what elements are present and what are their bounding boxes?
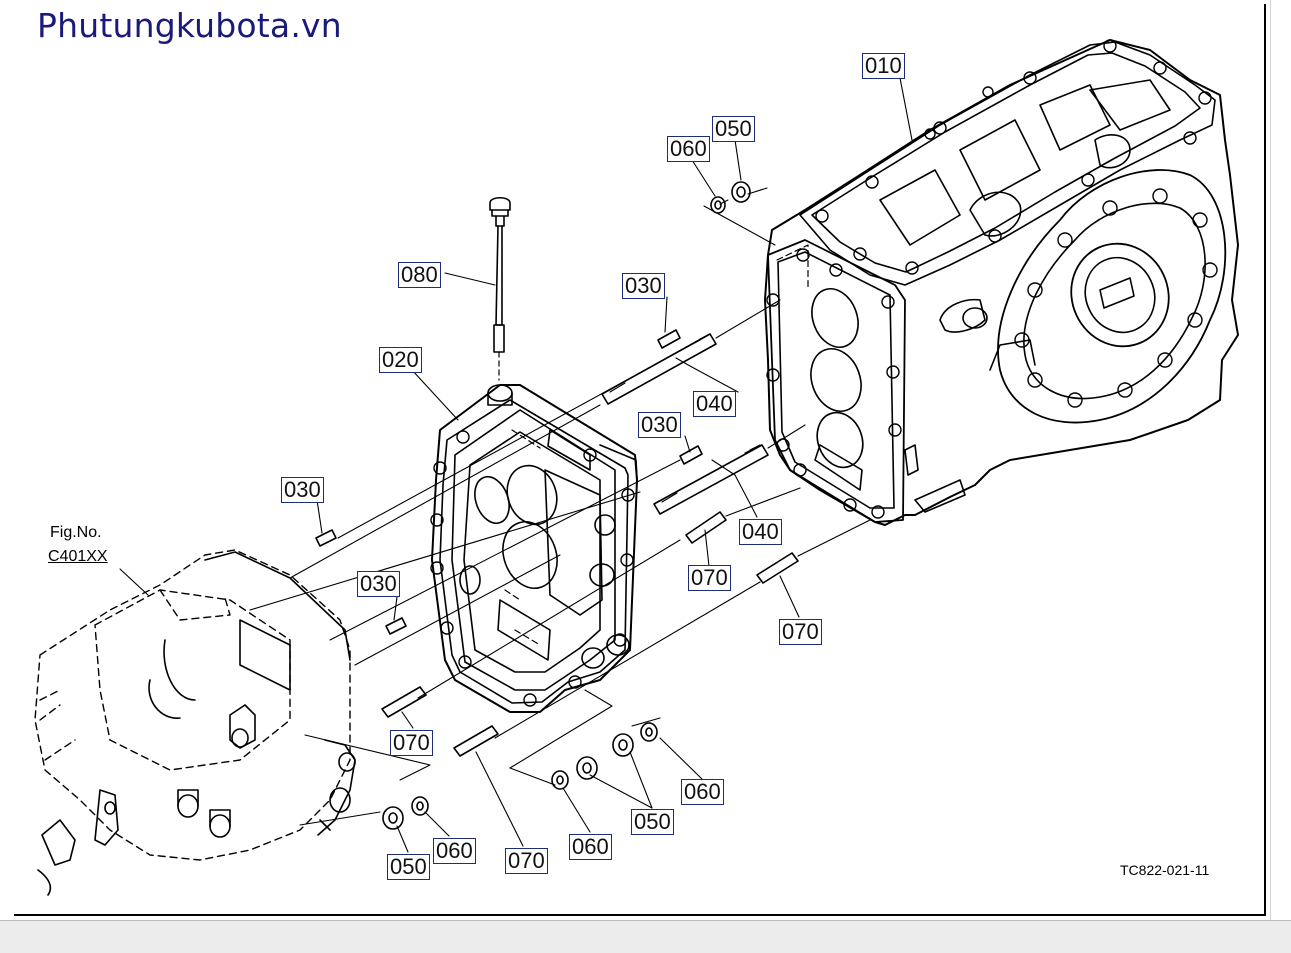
part-label-070[interactable]: 070: [688, 565, 731, 591]
part-label-060[interactable]: 060: [569, 834, 612, 860]
front-housing-reference: [34, 549, 351, 861]
part-label-080[interactable]: 080: [398, 262, 441, 288]
transmission-case-010: [764, 39, 1239, 526]
transmission-case-020: [430, 384, 638, 713]
part-label-050[interactable]: 050: [712, 116, 755, 142]
dipstick-080: [489, 196, 511, 381]
part-label-050[interactable]: 050: [387, 854, 430, 880]
part-label-070[interactable]: 070: [505, 848, 548, 874]
part-label-050[interactable]: 050: [631, 809, 674, 835]
part-label-070[interactable]: 070: [779, 619, 822, 645]
part-label-030[interactable]: 030: [638, 412, 681, 438]
part-label-070[interactable]: 070: [390, 730, 433, 756]
diagram-frame: [14, 4, 1266, 916]
part-label-010[interactable]: 010: [862, 53, 905, 79]
site-title: Phutungkubota.vn: [37, 6, 342, 45]
front-housing-solid-detail: [37, 551, 356, 896]
nut-washer-group: [382, 181, 751, 830]
stud-070-group: [381, 511, 799, 757]
part-label-040[interactable]: 040: [739, 519, 782, 545]
part-label-030[interactable]: 030: [357, 571, 400, 597]
part-label-060[interactable]: 060: [433, 838, 476, 864]
part-label-060[interactable]: 060: [667, 136, 710, 162]
figure-ref-link[interactable]: C401XX: [48, 548, 108, 565]
stud-040-lower: [653, 444, 769, 515]
dowel-pin-030-group: [315, 329, 703, 635]
bottom-status-strip: [0, 920, 1291, 953]
leader-lines: [119, 77, 913, 853]
part-label-030[interactable]: 030: [622, 273, 665, 299]
figure-ref-label: Fig.No.: [50, 524, 102, 541]
part-label-040[interactable]: 040: [693, 391, 736, 417]
part-label-060[interactable]: 060: [681, 779, 724, 805]
drawing-code: TC822-021-11: [1120, 862, 1210, 878]
part-label-030[interactable]: 030: [281, 477, 324, 503]
scrollbar-track[interactable]: [1270, 0, 1291, 920]
part-label-020[interactable]: 020: [379, 347, 422, 373]
